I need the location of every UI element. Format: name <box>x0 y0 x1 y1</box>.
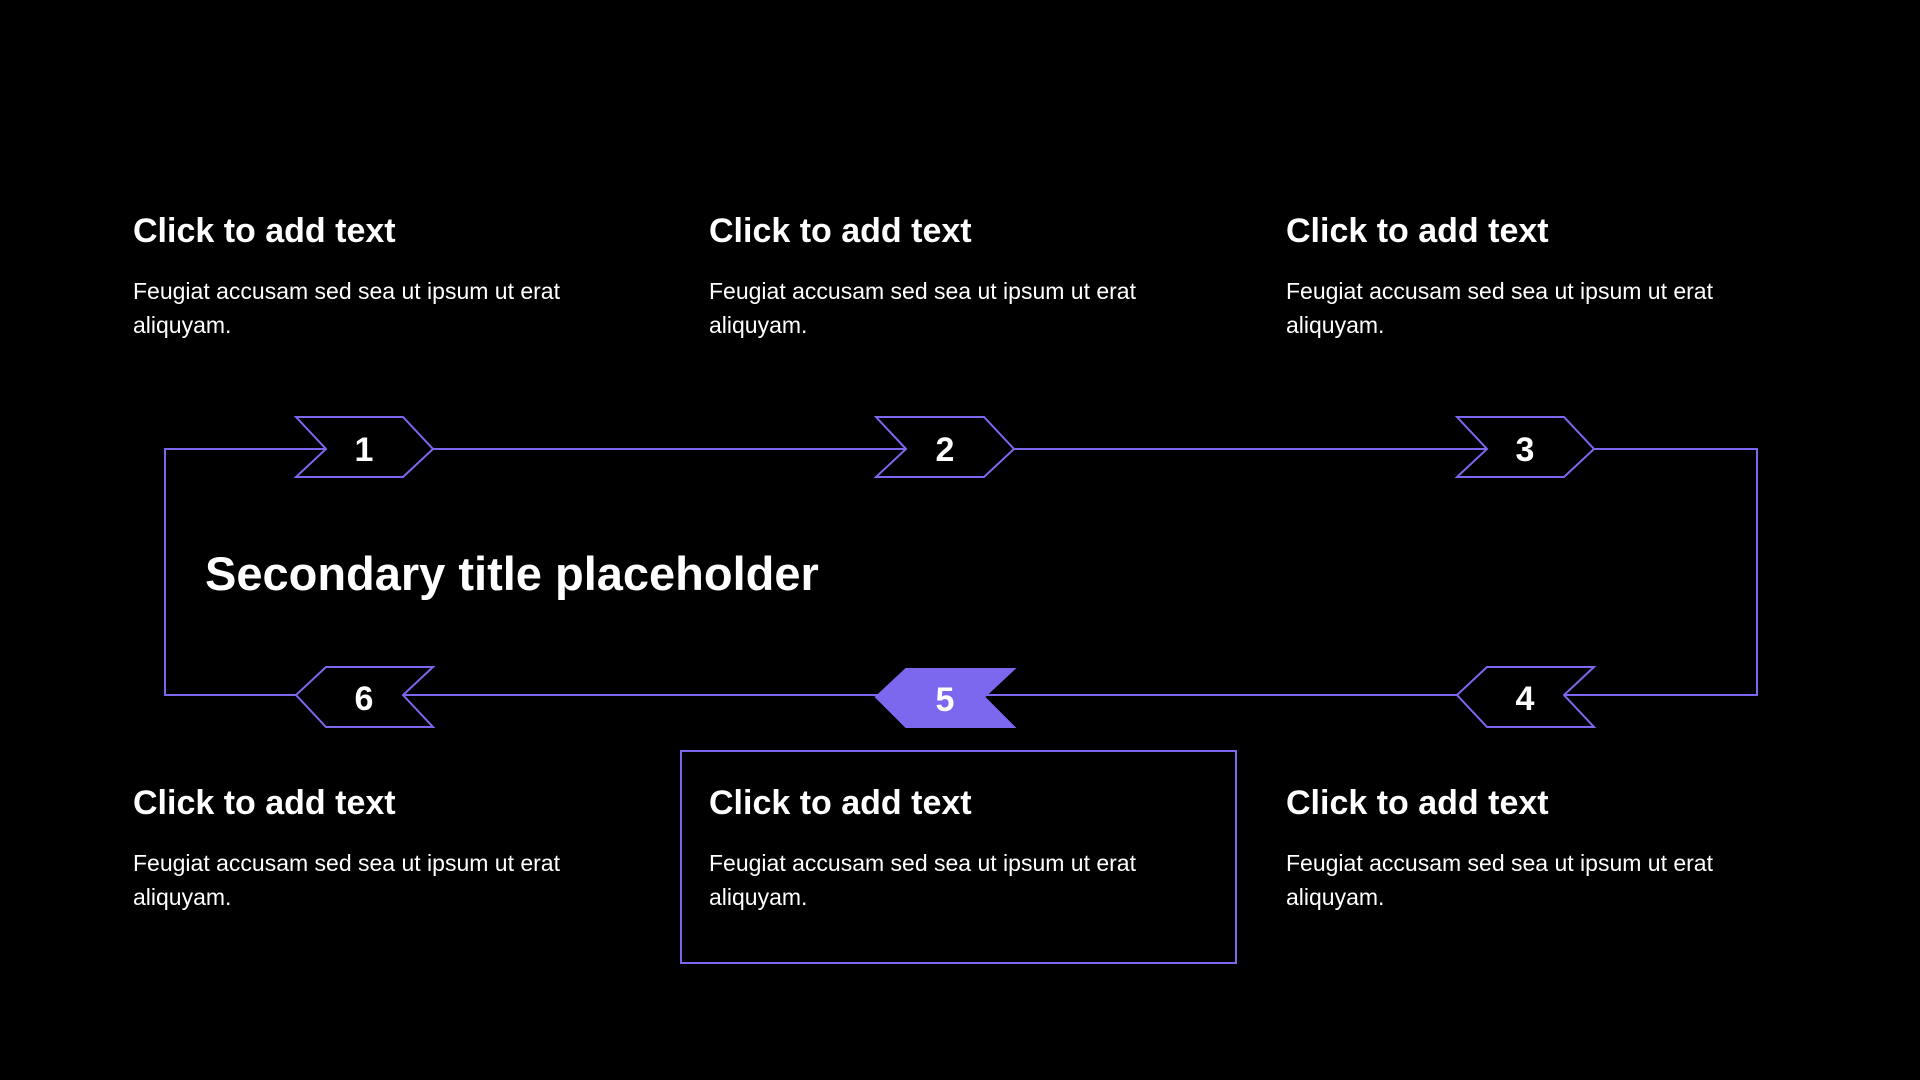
chevron-left-icon <box>294 666 436 728</box>
chevron-left-icon <box>874 668 1017 728</box>
step-4-text-block[interactable]: Click to add text Feugiat accusam sed se… <box>1286 783 1766 914</box>
step-6-title[interactable]: Click to add text <box>133 784 396 822</box>
step-6-body[interactable]: Feugiat accusam sed sea ut ipsum ut erat… <box>133 850 560 910</box>
step-3-text-block[interactable]: Click to add text Feugiat accusam sed se… <box>1286 211 1766 342</box>
step-1-text-block[interactable]: Click to add text Feugiat accusam sed se… <box>133 211 613 342</box>
step-6-marker[interactable]: 6 <box>294 666 436 728</box>
step-5-marker[interactable]: 5 <box>874 668 1017 728</box>
step-5-title[interactable]: Click to add text <box>709 784 972 822</box>
step-2-body[interactable]: Feugiat accusam sed sea ut ipsum ut erat… <box>709 278 1136 338</box>
step-4-title[interactable]: Click to add text <box>1286 784 1549 822</box>
step-5-number: 5 <box>936 681 955 719</box>
chevron-right-icon <box>873 416 1016 478</box>
step-3-marker[interactable]: 3 <box>1454 416 1596 478</box>
step-2-title[interactable]: Click to add text <box>709 212 972 250</box>
step-5-highlight-frame <box>680 750 1237 964</box>
step-1-number: 1 <box>355 431 374 469</box>
step-6-number: 6 <box>355 680 374 718</box>
step-4-marker[interactable]: 4 <box>1455 666 1597 728</box>
chevron-left-icon <box>1455 666 1597 728</box>
step-4-number: 4 <box>1516 680 1535 718</box>
step-2-number: 2 <box>936 431 955 469</box>
step-2-marker[interactable]: 2 <box>873 416 1016 478</box>
step-3-body[interactable]: Feugiat accusam sed sea ut ipsum ut erat… <box>1286 278 1713 338</box>
cycle-connector-line <box>164 448 1758 696</box>
step-5-body[interactable]: Feugiat accusam sed sea ut ipsum ut erat… <box>709 850 1136 910</box>
step-3-number: 3 <box>1516 431 1535 469</box>
step-4-body[interactable]: Feugiat accusam sed sea ut ipsum ut erat… <box>1286 850 1713 910</box>
step-3-title[interactable]: Click to add text <box>1286 212 1549 250</box>
step-1-title[interactable]: Click to add text <box>133 212 396 250</box>
step-6-text-block[interactable]: Click to add text Feugiat accusam sed se… <box>133 783 613 914</box>
chevron-right-icon <box>293 416 435 478</box>
secondary-title[interactable]: Secondary title placeholder <box>205 547 819 600</box>
step-5-text-block[interactable]: Click to add text Feugiat accusam sed se… <box>709 783 1189 914</box>
chevron-right-icon <box>1454 416 1596 478</box>
step-1-body[interactable]: Feugiat accusam sed sea ut ipsum ut erat… <box>133 278 560 338</box>
step-2-text-block[interactable]: Click to add text Feugiat accusam sed se… <box>709 211 1189 342</box>
step-1-marker[interactable]: 1 <box>293 416 435 478</box>
